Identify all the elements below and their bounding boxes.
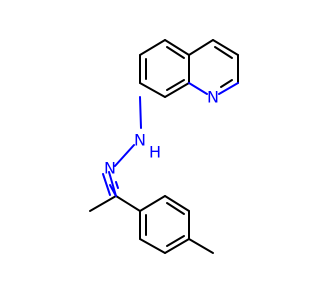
bond-ar1-ar2 <box>139 195 166 212</box>
bond-c8a-c8 <box>139 82 166 98</box>
double-bond-c6-c5 <box>166 46 185 59</box>
bond-ar4-methyl <box>188 238 214 254</box>
double-bond-c4a-c8a <box>166 79 185 91</box>
double-bond-c4-c3 <box>214 46 233 59</box>
bond-c8-nh <box>139 96 142 129</box>
imine-bond-outer <box>108 171 117 197</box>
imine-double-bond <box>102 171 117 197</box>
amine-hydrogen-label: H <box>149 143 161 162</box>
bond-cimine-methyl <box>89 195 117 212</box>
bond-ar2-ar3 <box>164 195 190 212</box>
bond-ar5-ar6 <box>139 238 166 254</box>
bond-c2-n1 <box>218 82 239 95</box>
bond-ar4-ar5 <box>164 238 190 254</box>
quinoline-benzo-ring <box>139 39 190 98</box>
double-bond-n-c <box>115 181 119 189</box>
chemical-structure-diagram: N N H N <box>89 39 239 254</box>
imine-bond-inner <box>102 173 111 196</box>
quinoline-nitrogen-label: N <box>207 88 219 107</box>
bond-nh-n <box>114 144 135 167</box>
atom-labels: N N H N <box>104 88 219 178</box>
double-bond-ar4-ar5 <box>166 235 185 247</box>
quinoline-pyridine-ring <box>188 39 239 95</box>
bond-cimine-aryl <box>115 195 141 212</box>
bond-c4a-c8a <box>164 82 190 98</box>
tolyl-ethylidene <box>89 195 214 254</box>
double-bond-c2-n1 <box>220 79 233 88</box>
double-bond-ar2-ar3 <box>166 202 185 215</box>
bond-c6-c5 <box>164 39 190 56</box>
bond-c7-c6 <box>139 39 166 56</box>
bond-n1-c8a <box>188 82 208 95</box>
imine-nitrogen-label: N <box>104 159 116 178</box>
bond-c4a-c4 <box>188 39 214 56</box>
amine-nitrogen-label: N <box>134 131 146 150</box>
bond-c4-c3 <box>212 39 239 56</box>
